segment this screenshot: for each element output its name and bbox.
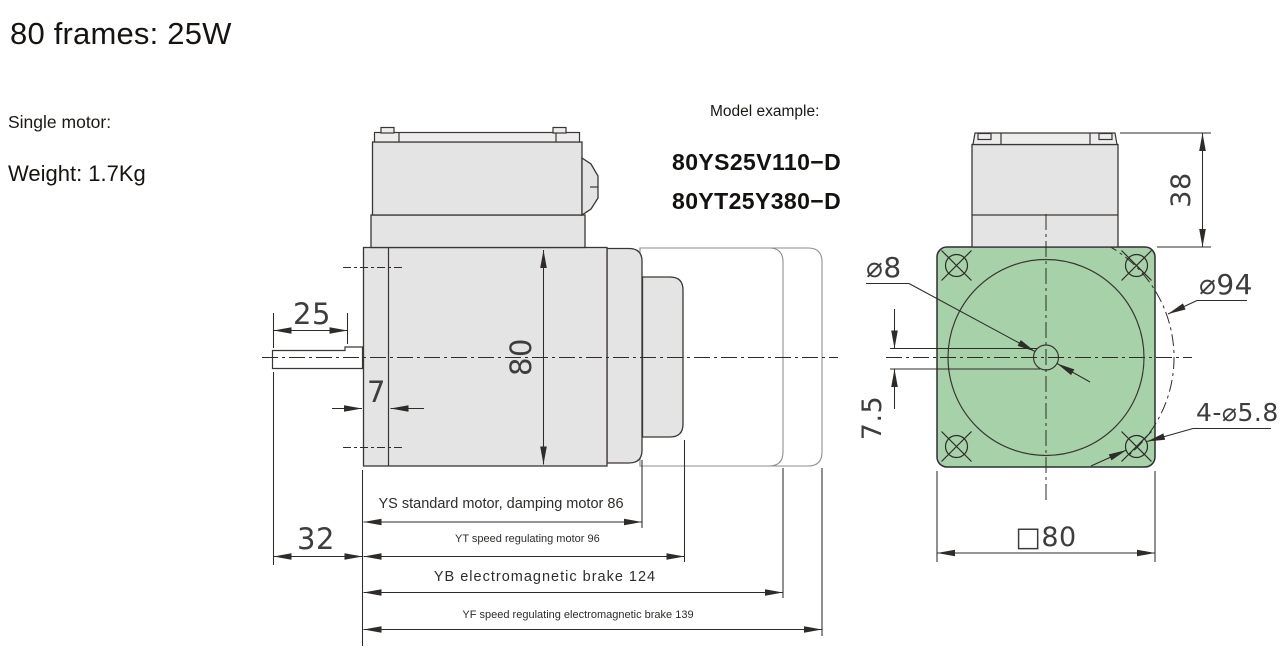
dim-shaft-diameter: ⌀8 [866,251,1091,383]
dim-text-shaft-dia: ⌀8 [866,251,902,284]
variant-label-yf: YF speed regulating electromagnetic brak… [462,609,693,621]
dim-text-38: 38 [1166,172,1197,207]
model-example-list: 80YS25V110−D 80YT25Y380−D [672,143,841,221]
variant-label-yt: YT speed regulating motor 96 [455,533,600,545]
rear-housing [606,247,643,464]
dim-text-7-5: 7.5 [857,396,888,440]
dim-shaft-flat-length: 25 [272,297,349,348]
bolt-hole [1121,431,1152,462]
terminal-box-front [971,143,1119,248]
dim-shaft-length: 32 [272,372,364,646]
bolt-hole [1121,250,1152,281]
bolt-hole [941,250,972,281]
dim-variant-yt: YT speed regulating motor 96 [363,440,686,562]
lid-clip-left [977,132,992,141]
terminal-box-base [370,214,586,249]
dim-variant-yb: YB electromagnetic brake 124 [363,468,784,598]
dim-mounting-holes: 4-⌀5.8 [1090,398,1279,467]
dim-text-25: 25 [293,297,331,331]
lid-clip-right [1098,132,1113,141]
motor-type-label: Single motor: [8,112,112,132]
dim-text-32: 32 [297,522,335,556]
terminal-box [371,141,583,216]
model-number: 80YS25V110−D [672,149,842,175]
dim-flange-depth: 7 [332,375,424,412]
dim-text-bolt-circle: ⌀94 [1199,268,1253,301]
side-view: 25 7 80 32 [262,126,838,646]
lid-clip-right [552,126,567,134]
dim-bolt-circle: ⌀94 [1167,268,1253,315]
motor-body [362,246,608,467]
lid-clip-left [380,126,395,134]
variant-label-yb: YB electromagnetic brake 124 [434,569,656,585]
terminal-box-lid [373,131,581,143]
dim-text-frame-size: □80 [1015,522,1076,553]
model-number: 80YT25Y380−D [672,188,842,214]
dim-shaft-flat-width: 7.5 [857,309,898,440]
bolt-circle-arc [1105,244,1175,456]
variant-label-ys: YS standard motor, damping motor 86 [378,496,623,512]
dim-text-80: 80 [504,338,538,376]
front-view: 7.5 ⌀8 ⌀94 4-⌀5.8 [857,132,1279,562]
model-example-label: Model example: [710,103,820,120]
weight-label: Weight: 1.7Kg [8,161,146,186]
dim-text-7: 7 [367,375,386,409]
bolt-hole [941,431,972,462]
dim-frame-height: 80 [504,250,547,465]
terminal-box-lid-front [972,132,1118,146]
dim-variant-yf: YF speed regulating electromagnetic brak… [363,468,823,636]
dim-frame-size: □80 [936,471,1156,562]
mounting-holes [941,250,1152,462]
dim-text-mounting-holes: 4-⌀5.8 [1196,398,1279,427]
page-title: 80 frames: 25W [10,16,232,51]
dim-variant-ys: YS standard motor, damping motor 86 [363,460,643,528]
dim-terminal-box-height: 38 [1120,132,1211,248]
